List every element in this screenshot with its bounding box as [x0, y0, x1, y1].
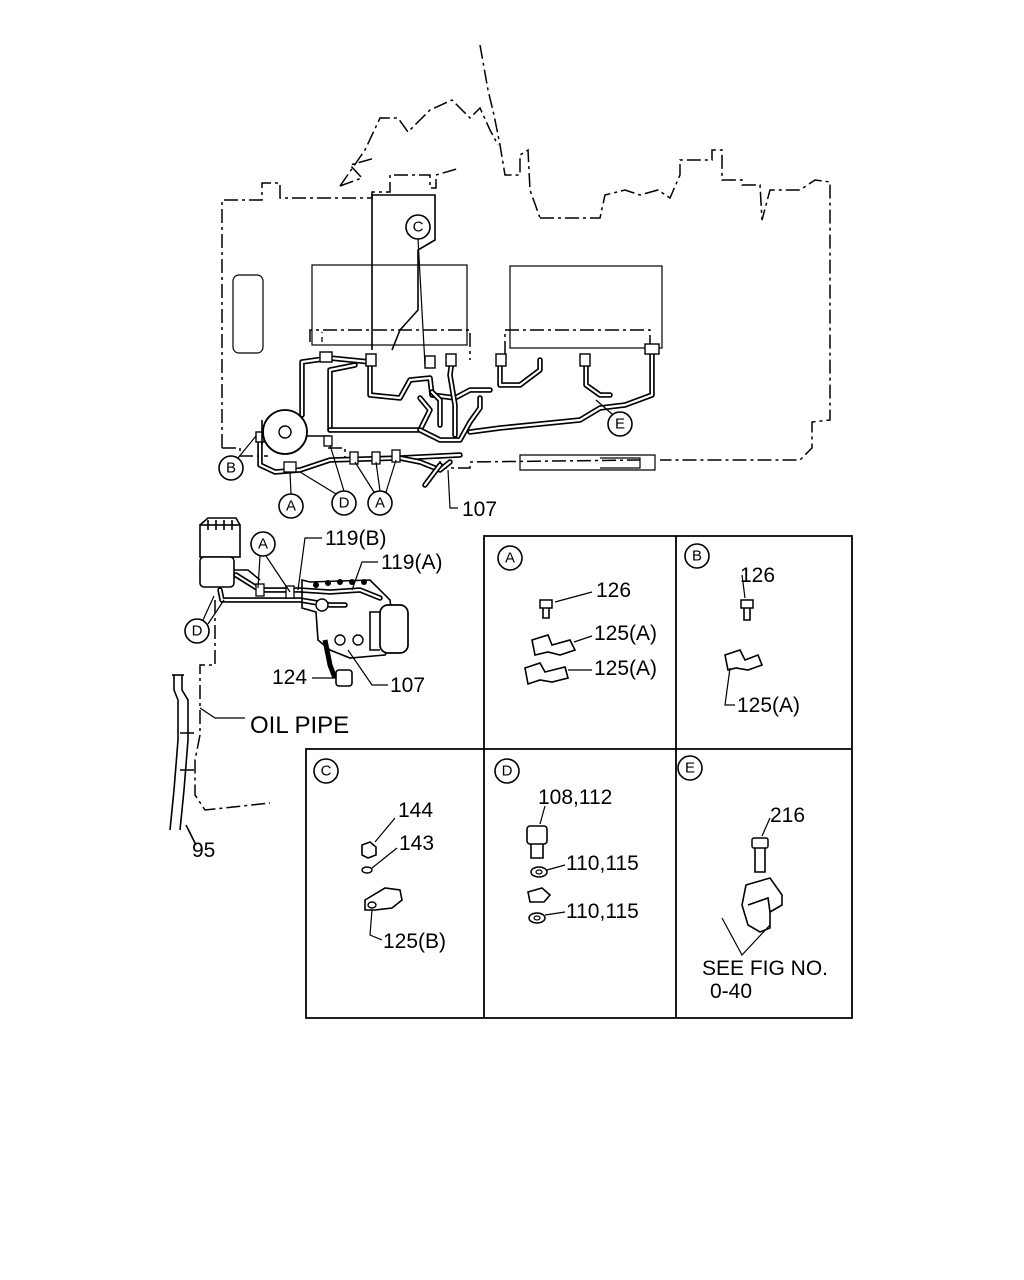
svg-text:A: A	[286, 498, 296, 515]
leader-124: 124	[272, 666, 307, 689]
svg-text:A: A	[375, 495, 385, 512]
fuel-filter-round	[261, 409, 333, 455]
leader-119a: 119(A)	[351, 551, 442, 591]
engine-outline	[221, 44, 831, 471]
injection-pump	[301, 578, 409, 679]
detail-c: C 144 143 125(B)	[313, 758, 446, 953]
svg-text:0-40: 0-40	[710, 980, 752, 1003]
svg-text:119(B): 119(B)	[325, 527, 386, 550]
detail-b: B 126 125(A)	[684, 543, 800, 717]
svg-text:D: D	[339, 495, 350, 512]
detail-a: A 126 125(A) 125(A)	[497, 545, 657, 686]
svg-text:D: D	[502, 763, 513, 780]
svg-text:110,115: 110,115	[566, 900, 639, 923]
detail-e: E 216 SEE FIG NO. 0-40	[677, 755, 828, 1003]
svg-text:125(A): 125(A)	[594, 657, 657, 680]
svg-text:107: 107	[462, 498, 497, 521]
callout-a-top-mid: A	[354, 459, 397, 516]
fuel-pipes-lower	[217, 572, 383, 608]
svg-text:126: 126	[596, 579, 631, 602]
part-124-nut	[312, 669, 353, 687]
svg-text:125(B): 125(B)	[383, 930, 446, 953]
callout-d-lower: D	[184, 595, 225, 644]
rocker-cover-left	[311, 264, 468, 346]
svg-text:B: B	[226, 460, 236, 477]
svg-text:124: 124	[272, 666, 307, 689]
svg-text:143: 143	[399, 832, 434, 855]
svg-text:SEE FIG NO.: SEE FIG NO.	[702, 957, 828, 980]
leader-119b: 119(B)	[297, 527, 386, 591]
svg-text:125(A): 125(A)	[737, 694, 800, 717]
callout-a-top-left: A	[278, 471, 304, 519]
svg-text:C: C	[321, 763, 332, 780]
callout-e-top: E	[595, 399, 633, 437]
callout-a-lower: A	[250, 531, 291, 593]
svg-text:OIL PIPE: OIL PIPE	[250, 712, 349, 739]
svg-text:A: A	[505, 550, 515, 567]
detail-grid	[305, 535, 853, 1019]
leader-107-lower: 107	[347, 649, 425, 697]
fuel-filter-assembly	[199, 517, 261, 588]
oil-pipe: OIL PIPE 95	[169, 600, 349, 862]
svg-text:B: B	[692, 548, 702, 565]
svg-text:216: 216	[770, 804, 805, 827]
svg-text:144: 144	[398, 799, 433, 822]
svg-text:95: 95	[192, 839, 215, 862]
svg-text:108,112: 108,112	[538, 786, 612, 809]
rocker-cover-right	[509, 265, 663, 349]
side-cutout	[232, 274, 264, 354]
svg-text:D: D	[192, 623, 203, 640]
fuel-pipes-upper	[255, 343, 660, 488]
callout-c-top: C	[405, 214, 431, 366]
svg-text:125(A): 125(A)	[594, 622, 657, 645]
detail-d: D 108,112 110,115 110,115	[494, 758, 639, 924]
svg-text:107: 107	[390, 674, 425, 697]
leader-107-top: 107	[447, 469, 497, 521]
callout-b-top: B	[218, 435, 257, 481]
svg-text:E: E	[685, 760, 695, 777]
svg-text:A: A	[258, 536, 268, 553]
svg-text:110,115: 110,115	[566, 852, 639, 875]
svg-text:E: E	[615, 416, 625, 433]
callout-d-top: D	[299, 444, 357, 516]
svg-text:C: C	[413, 219, 424, 236]
svg-text:119(A): 119(A)	[381, 551, 442, 574]
svg-text:126: 126	[740, 564, 775, 587]
